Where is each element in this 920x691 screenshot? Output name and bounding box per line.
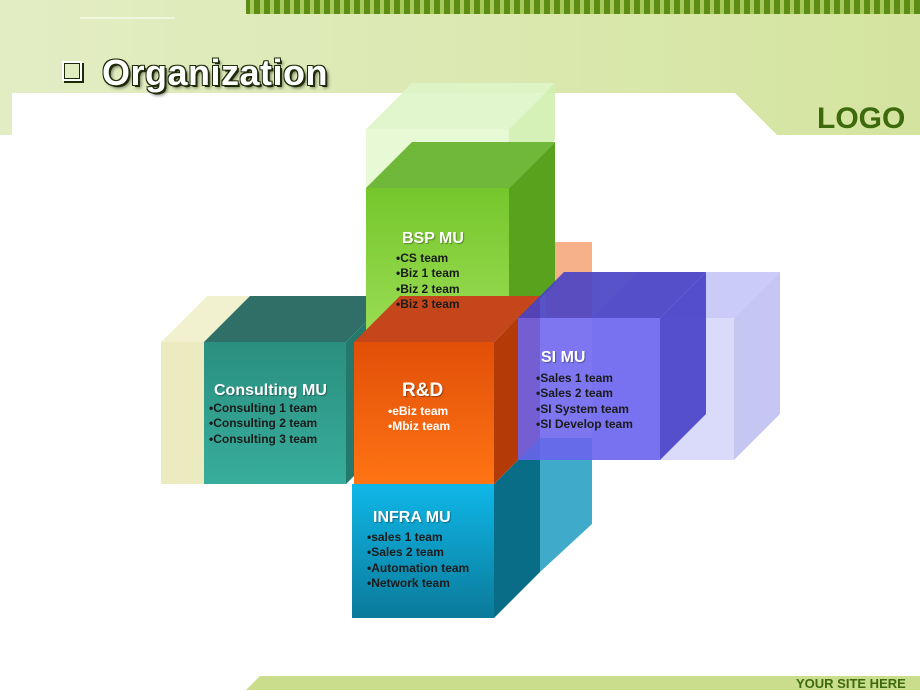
- consulting-ghost-cube-top: [161, 296, 250, 342]
- rnd-team-list: eBiz team Mbiz team: [388, 404, 450, 435]
- list-item: Biz 3 team: [396, 297, 459, 312]
- infra-mu-heading: INFRA MU: [373, 509, 451, 526]
- bsp-mu-heading: BSP MU: [402, 230, 464, 247]
- list-item: SI System team: [536, 402, 633, 417]
- list-item: sales 1 team: [367, 530, 469, 545]
- title-checkbox-icon: [62, 61, 82, 81]
- header-stripe: [246, 0, 920, 14]
- si-mu-heading: SI MU: [541, 349, 586, 366]
- consulting-mu-team-list: Consulting 1 team Consulting 2 team Cons…: [209, 401, 317, 447]
- si-cube-side: [660, 272, 706, 460]
- infra-cube-side: [494, 438, 540, 618]
- bsp-cube-top: [366, 142, 555, 188]
- footer-site: YOUR SITE HERE: [796, 676, 906, 691]
- rnd-heading: R&D: [402, 380, 444, 401]
- si-ghost-cube-side: [734, 272, 780, 460]
- list-item: Sales 2 team: [367, 545, 469, 560]
- consulting-cube-top: [204, 296, 392, 342]
- list-item: Network team: [367, 576, 469, 591]
- si-mu-team-list: Sales 1 team Sales 2 team SI System team…: [536, 371, 633, 432]
- consulting-mu-heading: Consulting MU: [214, 382, 327, 399]
- list-item: Consulting 3 team: [209, 432, 317, 447]
- list-item: SI Develop team: [536, 417, 633, 432]
- list-item: Biz 1 team: [396, 266, 459, 281]
- bsp-mu-team-list: CS team Biz 1 team Biz 2 team Biz 3 team: [396, 251, 460, 312]
- consulting-ghost-cube-front: [161, 342, 205, 484]
- infra-mu-team-list: sales 1 team Sales 2 team Automation tea…: [367, 530, 469, 591]
- bsp-cube-side: [509, 142, 555, 330]
- list-item: Sales 2 team: [536, 386, 633, 401]
- bsp-ghost-cube-top: [366, 83, 555, 129]
- list-item: Consulting 2 team: [209, 416, 317, 431]
- logo: LOGO: [817, 102, 906, 135]
- page-title: Organization: [102, 52, 329, 93]
- infra-cube-side-back: [540, 438, 592, 572]
- footer-band: [246, 676, 920, 690]
- list-item: Automation team: [367, 561, 469, 576]
- list-item: Sales 1 team: [536, 371, 633, 386]
- list-item: Mbiz team: [388, 419, 450, 434]
- si-cube-top: [518, 272, 706, 318]
- list-item: CS team: [396, 251, 460, 266]
- list-item: eBiz team: [388, 404, 450, 419]
- list-item: Consulting 1 team: [209, 401, 317, 416]
- list-item: Biz 2 team: [396, 282, 459, 297]
